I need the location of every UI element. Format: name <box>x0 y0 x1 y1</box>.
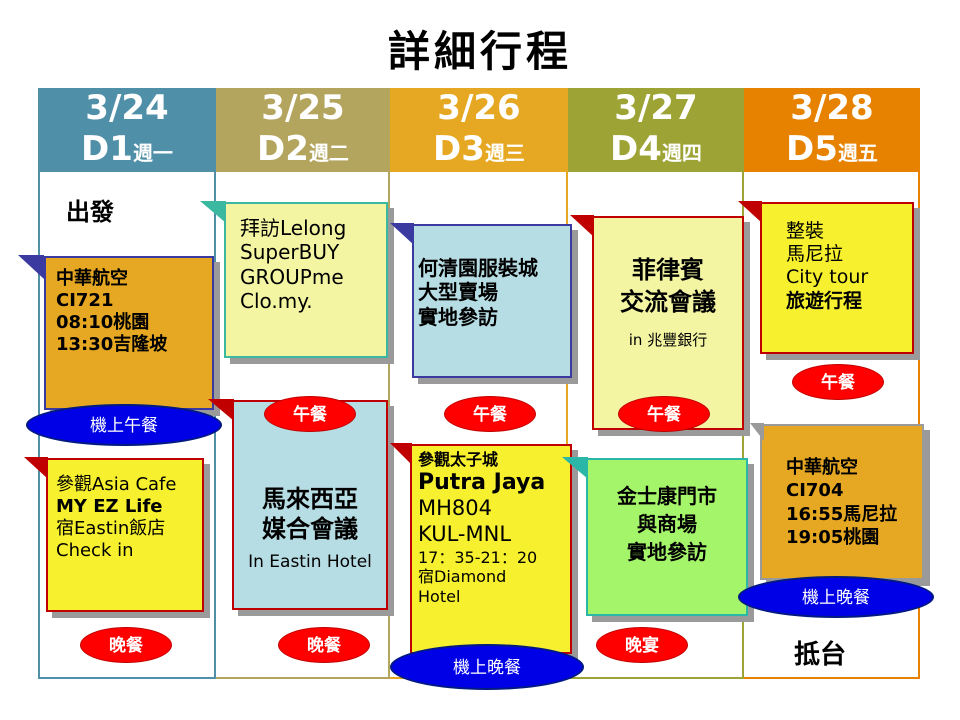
visit-line: 實地參訪 <box>627 540 707 564</box>
callout-tail <box>390 223 414 245</box>
putra-line: 參觀太子城 <box>418 450 499 469</box>
flight-line: 08:10桃園 <box>56 311 150 333</box>
callout-tail <box>18 255 44 279</box>
d1-dinner-oval: 晚餐 <box>80 627 172 663</box>
d1-flight-note: 中華航空 CI721 08:10桃園 13:30吉隆坡 <box>44 256 214 410</box>
callout-tail <box>208 399 234 421</box>
weekday: 週三 <box>484 141 525 165</box>
tour-line: 整裝 <box>786 220 825 242</box>
tour-line: City tour <box>786 266 869 289</box>
visit-line: MY EZ Life <box>56 495 163 517</box>
depart-label: 出發 <box>66 198 114 226</box>
weekday: 週一 <box>132 141 173 165</box>
putra-line: 宿Diamond <box>418 567 507 587</box>
meeting-line: 媒合會議 <box>262 515 358 543</box>
putra-line: Putra Jaya <box>418 469 546 495</box>
d4-meeting-note: 菲律賓 交流會議 in 兆豐銀行 <box>592 216 744 430</box>
callout-tail <box>562 457 588 479</box>
d2-dinner-oval: 晚餐 <box>278 627 370 663</box>
d1-visit-note: 參觀Asia Cafe MY EZ Life 宿Eastin飯店 Check i… <box>46 458 204 612</box>
callout-tail <box>390 443 412 465</box>
visit-line: 大型賣場 <box>418 280 498 305</box>
d2-lunch-oval: 午餐 <box>264 396 356 432</box>
meeting-venue: In Eastin Hotel <box>248 552 372 572</box>
d5-dinner-oval: 機上晚餐 <box>738 576 934 618</box>
d4-lunch-oval: 午餐 <box>618 396 710 432</box>
visit-line: SuperBUY <box>240 240 340 265</box>
flight-line: 中華航空 <box>786 457 858 478</box>
tour-line: 旅遊行程 <box>786 289 863 312</box>
flight-line: 中華航空 <box>56 268 128 289</box>
day-header-5: 3/28 D5週五 <box>744 88 920 172</box>
day-header-3: 3/26 D3週三 <box>390 88 568 172</box>
putra-line: 17：35-21：20 <box>418 547 538 567</box>
day-number: D3 <box>433 129 485 169</box>
day-number: D5 <box>786 129 838 169</box>
tour-line: 馬尼拉 <box>786 243 844 266</box>
day-date: 3/25 <box>261 88 345 128</box>
flight-line: 16:55馬尼拉 <box>786 503 898 525</box>
weekday: 週五 <box>837 141 878 165</box>
d2-visit-note: 拜訪Lelong SuperBUY GROUPme Clo.my. <box>224 202 388 358</box>
visit-line: 實地參訪 <box>418 304 498 329</box>
putra-line: Hotel <box>418 586 461 606</box>
d5-lunch-oval: 午餐 <box>792 364 884 400</box>
visit-line: GROUPme <box>240 264 344 289</box>
day-number: D1 <box>81 129 133 169</box>
weekday: 週二 <box>308 141 349 165</box>
visit-line: Check in <box>56 539 134 561</box>
flight-line: CI704 <box>786 480 844 502</box>
day-date: 3/27 <box>614 88 698 128</box>
meeting-line: 菲律賓 <box>632 256 704 284</box>
visit-line: 何清園服裝城 <box>418 256 538 280</box>
day-date: 3/24 <box>85 88 169 128</box>
visit-line: 拜訪Lelong <box>240 216 347 240</box>
day-header-1: 3/24 D1週一 <box>38 88 216 172</box>
day-number: D2 <box>257 129 309 169</box>
d3-dinner-oval: 機上晚餐 <box>390 644 584 690</box>
day-number: D4 <box>610 129 662 169</box>
day-date: 3/28 <box>790 88 874 128</box>
meeting-line: 馬來西亞 <box>262 485 358 513</box>
day-header-2: 3/25 D2週二 <box>216 88 390 172</box>
d4-visit-note: 金士康門市 與商場 實地參訪 <box>586 458 748 616</box>
d1-lunch-oval: 機上午餐 <box>26 404 222 446</box>
d4-dinner-oval: 晚宴 <box>596 627 688 663</box>
putra-line: KUL-MNL <box>418 521 512 546</box>
callout-tail <box>750 423 764 441</box>
meeting-line: 交流會議 <box>620 288 716 317</box>
visit-line: 與商場 <box>637 512 697 536</box>
page-title: 詳細行程 <box>387 27 572 76</box>
callout-tail <box>738 201 762 223</box>
visit-line: Clo.my. <box>240 289 313 314</box>
putra-line: MH804 <box>418 496 492 521</box>
visit-line: 參觀Asia Cafe <box>56 474 177 495</box>
d3-visit-note: 何清園服裝城 大型賣場 實地參訪 <box>412 224 572 378</box>
day-header-4: 3/27 D4週四 <box>568 88 744 172</box>
flight-line: 13:30吉隆坡 <box>56 333 168 355</box>
flight-line: 19:05桃園 <box>786 527 880 549</box>
d3-putra-note: 參觀太子城 Putra Jaya MH804 KUL-MNL 17：35-21：… <box>410 444 572 654</box>
visit-line: 宿Eastin飯店 <box>56 517 166 539</box>
d3-lunch-oval: 午餐 <box>444 396 536 432</box>
visit-line: 金士康門市 <box>617 484 717 508</box>
flight-line: CI721 <box>56 289 114 311</box>
d5-flight-note: 中華航空 CI704 16:55馬尼拉 19:05桃園 <box>760 424 924 580</box>
d5-tour-note: 整裝 馬尼拉 City tour 旅遊行程 <box>760 202 914 354</box>
weekday: 週四 <box>661 141 702 165</box>
callout-tail <box>24 457 48 479</box>
callout-tail <box>200 201 226 223</box>
callout-tail <box>570 215 594 237</box>
meeting-venue: in 兆豐銀行 <box>628 330 708 349</box>
day-date: 3/26 <box>437 88 521 128</box>
arrive-label: 抵台 <box>794 640 847 670</box>
